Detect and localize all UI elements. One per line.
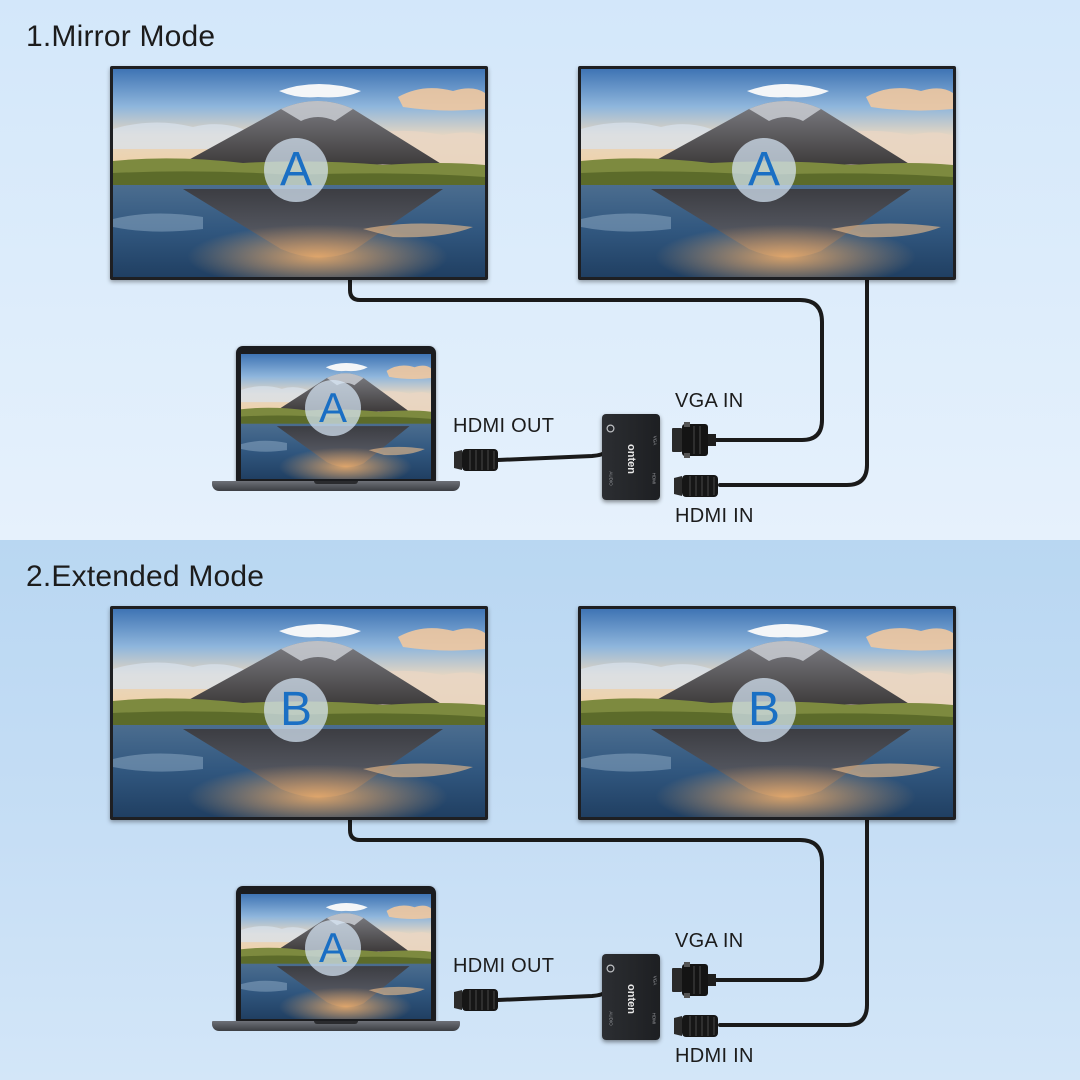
laptop-base <box>212 1021 460 1031</box>
hdmi-out-cable <box>496 450 606 462</box>
panel-title: 1.Mirror Mode <box>26 20 216 53</box>
display-letter-badge: B <box>264 678 328 742</box>
left-monitor: B <box>110 606 488 820</box>
hub-port-label-vga: VGA <box>652 435 658 446</box>
display-letter-badge: A <box>264 138 328 202</box>
hub-port-label-audio: AUDIO <box>608 471 614 486</box>
vga-plug-icon <box>672 962 716 998</box>
display-letter-badge: A <box>305 920 361 976</box>
laptop-notch <box>314 481 358 484</box>
hdmi-in-cable <box>718 278 869 487</box>
laptop: A <box>236 886 436 1022</box>
hub-port-label-vga: VGA <box>652 975 658 986</box>
display-letter-badge: B <box>732 678 796 742</box>
display-letter-badge: A <box>732 138 796 202</box>
hub-port-label-hdmi: HDMI <box>651 472 657 485</box>
hdmi-out-plug-icon <box>454 449 498 471</box>
hdmi-out-label: HDMI OUT <box>453 955 555 977</box>
adapter-hub: onten VGA HDMI AUDIO <box>602 414 660 500</box>
hdmi-in-label: HDMI IN <box>675 505 754 527</box>
laptop: A <box>236 346 436 482</box>
audio-jack-icon <box>606 424 615 433</box>
right-monitor: B <box>578 606 956 820</box>
hdmi-in-cable <box>718 818 869 1027</box>
vga-in-label: VGA IN <box>675 930 744 952</box>
hdmi-out-label: HDMI OUT <box>453 415 555 437</box>
vga-cable <box>348 278 824 442</box>
laptop-notch <box>314 1021 358 1024</box>
audio-jack-icon <box>606 964 615 973</box>
hub-port-label-hdmi: HDMI <box>651 1012 657 1025</box>
vga-in-label: VGA IN <box>675 390 744 412</box>
mirror-mode-panel: 1.Mirror Mode A A A onten VGA HDMI AUDIO <box>0 0 1080 540</box>
adapter-hub: onten VGA HDMI AUDIO <box>602 954 660 1040</box>
hdmi-out-cable <box>496 990 606 1002</box>
vga-plug-icon <box>672 422 716 458</box>
hub-brand-logo: onten <box>625 984 637 1014</box>
left-monitor: A <box>110 66 488 280</box>
hdmi-out-plug-icon <box>454 989 498 1011</box>
hdmi-in-plug-icon <box>674 475 718 497</box>
laptop-base <box>212 481 460 491</box>
display-letter-badge: A <box>305 380 361 436</box>
hdmi-in-label: HDMI IN <box>675 1045 754 1067</box>
hub-port-label-audio: AUDIO <box>608 1011 614 1026</box>
hub-brand-logo: onten <box>625 444 637 474</box>
hdmi-in-plug-icon <box>674 1015 718 1037</box>
panel-title: 2.Extended Mode <box>26 560 265 593</box>
right-monitor: A <box>578 66 956 280</box>
vga-cable <box>348 818 824 982</box>
extended-mode-panel: 2.Extended Mode B B A onten VGA HDMI AUD… <box>0 540 1080 1080</box>
